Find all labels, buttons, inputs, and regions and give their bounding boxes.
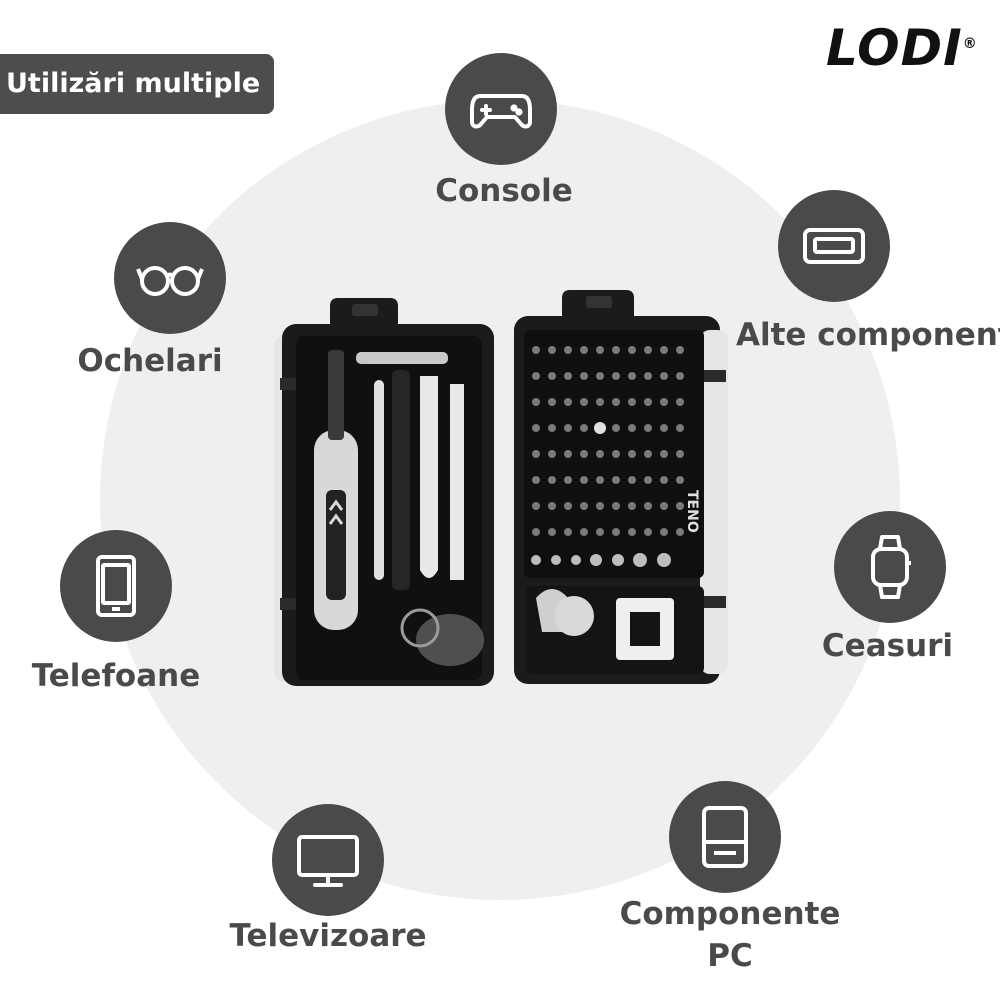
box-brand-text: TENO: [684, 490, 700, 533]
use-label-glasses: Ochelari: [77, 343, 223, 379]
brand-name: LODI: [826, 19, 963, 77]
background-circle: [100, 100, 900, 900]
hard-drive-icon: [669, 781, 781, 893]
use-label-tvs: Televizoare: [229, 918, 427, 954]
screwdriver-kit-image: TENO: [274, 290, 728, 686]
brand-logo: LODI®: [826, 18, 978, 78]
usb-port-icon: [778, 190, 890, 302]
tv-icon: [272, 804, 384, 916]
multiple-uses-banner: Utilizări multiple: [0, 54, 275, 114]
use-label-phones: Telefoane: [31, 658, 201, 694]
phone-icon: [60, 530, 172, 642]
right-case-half: TENO: [514, 290, 728, 684]
use-label-pc-components: Componente PC: [619, 896, 841, 974]
registered-mark: ®: [962, 36, 978, 52]
use-label-watches: Ceasuri: [821, 628, 954, 664]
use-label-other-components: Alte componente: [736, 317, 1000, 353]
smartwatch-icon: [834, 511, 946, 623]
use-label-console: Console: [435, 173, 573, 209]
gamepad-icon: [445, 53, 557, 165]
glasses-icon: [114, 222, 226, 334]
left-case-half: [274, 298, 494, 686]
